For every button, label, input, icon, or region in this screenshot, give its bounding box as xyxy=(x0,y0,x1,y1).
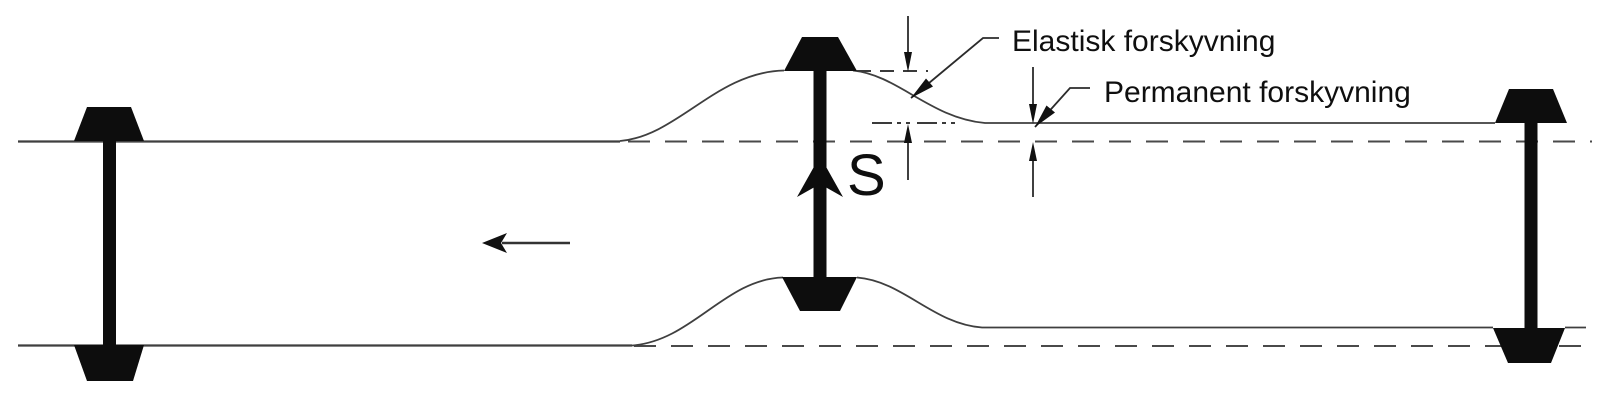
elastic-displacement-label: Elastisk forskyvning xyxy=(1012,25,1276,58)
middle-rivet-bottom-head xyxy=(782,277,857,311)
permanent-dim-upper-arrowhead xyxy=(1029,104,1037,124)
deformed-plate-lines xyxy=(619,69,1586,347)
elastic-dim-upper-arrowhead xyxy=(904,52,912,72)
middle-rivet-top-head xyxy=(784,37,857,71)
slip-arrow-head xyxy=(482,233,507,253)
elastic-leader-arrowhead xyxy=(911,78,933,98)
bottom-bulge-curve-right-and-line xyxy=(856,276,1493,329)
right-rivet-bottom-head xyxy=(1493,328,1565,363)
force-arrowhead xyxy=(797,156,843,197)
right-rivet xyxy=(1493,89,1567,363)
top-bulge-curve-right-and-line xyxy=(852,69,1495,124)
left-rivet-bottom-head xyxy=(74,345,144,381)
elastic-leader-line xyxy=(910,37,999,99)
permanent-dimension-arrows xyxy=(1029,67,1037,197)
dimension-extension-lines xyxy=(857,70,956,124)
permanent-displacement-label: Permanent forskyvning xyxy=(1104,76,1411,109)
left-rivet-shaft xyxy=(103,141,116,345)
right-rivet-top-head xyxy=(1495,89,1567,123)
right-rivet-shaft xyxy=(1524,123,1538,328)
top-bulge-curve-left xyxy=(619,69,785,142)
permanent-leader-line xyxy=(1034,87,1090,128)
original-position-dashed-lines xyxy=(628,140,1592,347)
slip-direction-arrow xyxy=(482,233,570,253)
middle-rivet xyxy=(782,37,857,311)
left-rivet-top-head xyxy=(74,107,144,141)
permanent-leader-arrowhead xyxy=(1035,105,1055,127)
force-s-label: S xyxy=(847,143,886,208)
bottom-bulge-curve-left xyxy=(631,276,784,347)
permanent-dim-lower-arrowhead xyxy=(1029,142,1037,161)
left-rivet xyxy=(74,107,144,381)
elastic-dim-lower-arrowhead xyxy=(904,124,912,143)
elastic-dimension-arrows xyxy=(904,16,912,180)
